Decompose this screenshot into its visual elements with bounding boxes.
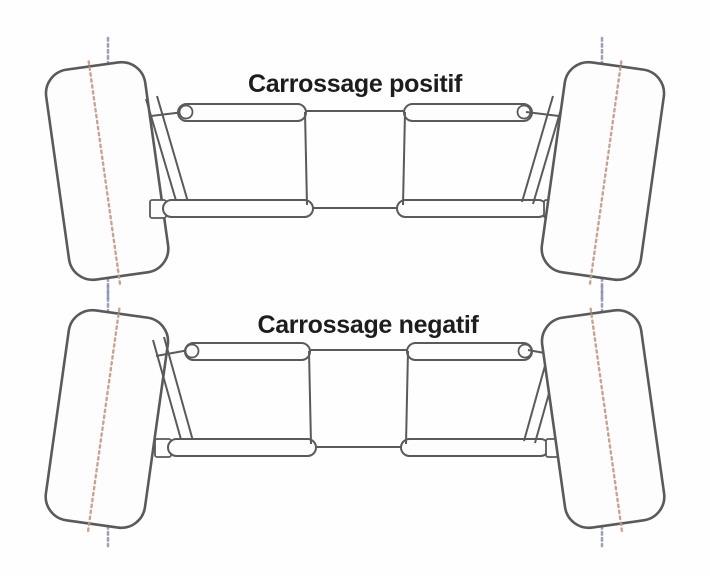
left-suspension-positive [145,95,314,219]
right-upper-control-arm-positive[interactable] [403,103,533,122]
left-upper-kingpin-negative [155,349,190,357]
right-upper-kingpin-positive [525,111,560,117]
left-knuckle-negative-2 [163,336,194,442]
positive-camber-assembly: Carrossage positif [44,36,666,302]
right-wheel-positive-group [540,36,666,302]
left-wheel-centerline-negative [86,307,121,533]
right-tyre-positive [540,60,666,282]
negative-camber-assembly: Carrossage negatif [44,284,666,548]
left-tyre-positive [44,60,170,282]
right-wheel-centerline-negative [589,307,624,533]
left-lower-control-arm-negative[interactable] [167,438,317,457]
right-tyre-negative [540,308,666,530]
left-inner-upright-positive [304,111,308,206]
left-upper-control-arm-negative[interactable] [184,342,311,361]
left-knuckle-negative [152,339,183,444]
left-knuckle-positive-2 [156,95,189,203]
left-lower-control-arm-positive[interactable] [162,199,314,218]
center-subframe-positive [306,110,405,209]
right-inner-upright-positive [402,111,406,206]
right-wheel-negative-group [540,284,666,548]
left-suspension-negative [152,336,317,458]
right-upper-control-arm-negative[interactable] [406,342,533,361]
left-wheel-centerline-positive [87,60,122,286]
negative-camber-label: Carrossage negatif [257,311,479,339]
right-suspension-negative [400,336,565,458]
left-wheel-negative-group [44,284,170,548]
right-wheel-centerline-positive [588,60,623,286]
left-upper-control-arm-positive[interactable] [177,103,307,122]
right-lower-control-arm-negative[interactable] [400,438,550,457]
right-inner-upright-negative [405,350,409,445]
left-tyre-negative [44,308,170,530]
right-suspension-positive [396,95,565,219]
left-wheel-positive-group [44,36,170,302]
positive-camber-label: Carrossage positif [248,70,463,98]
center-subframe-negative [310,349,408,448]
left-upper-pivot-eye-negative [184,343,200,359]
left-upper-pivot-eye-positive [178,104,194,120]
left-inner-upright-negative [308,350,312,445]
right-lower-control-arm-positive[interactable] [396,199,548,218]
left-knuckle-positive [145,98,178,205]
